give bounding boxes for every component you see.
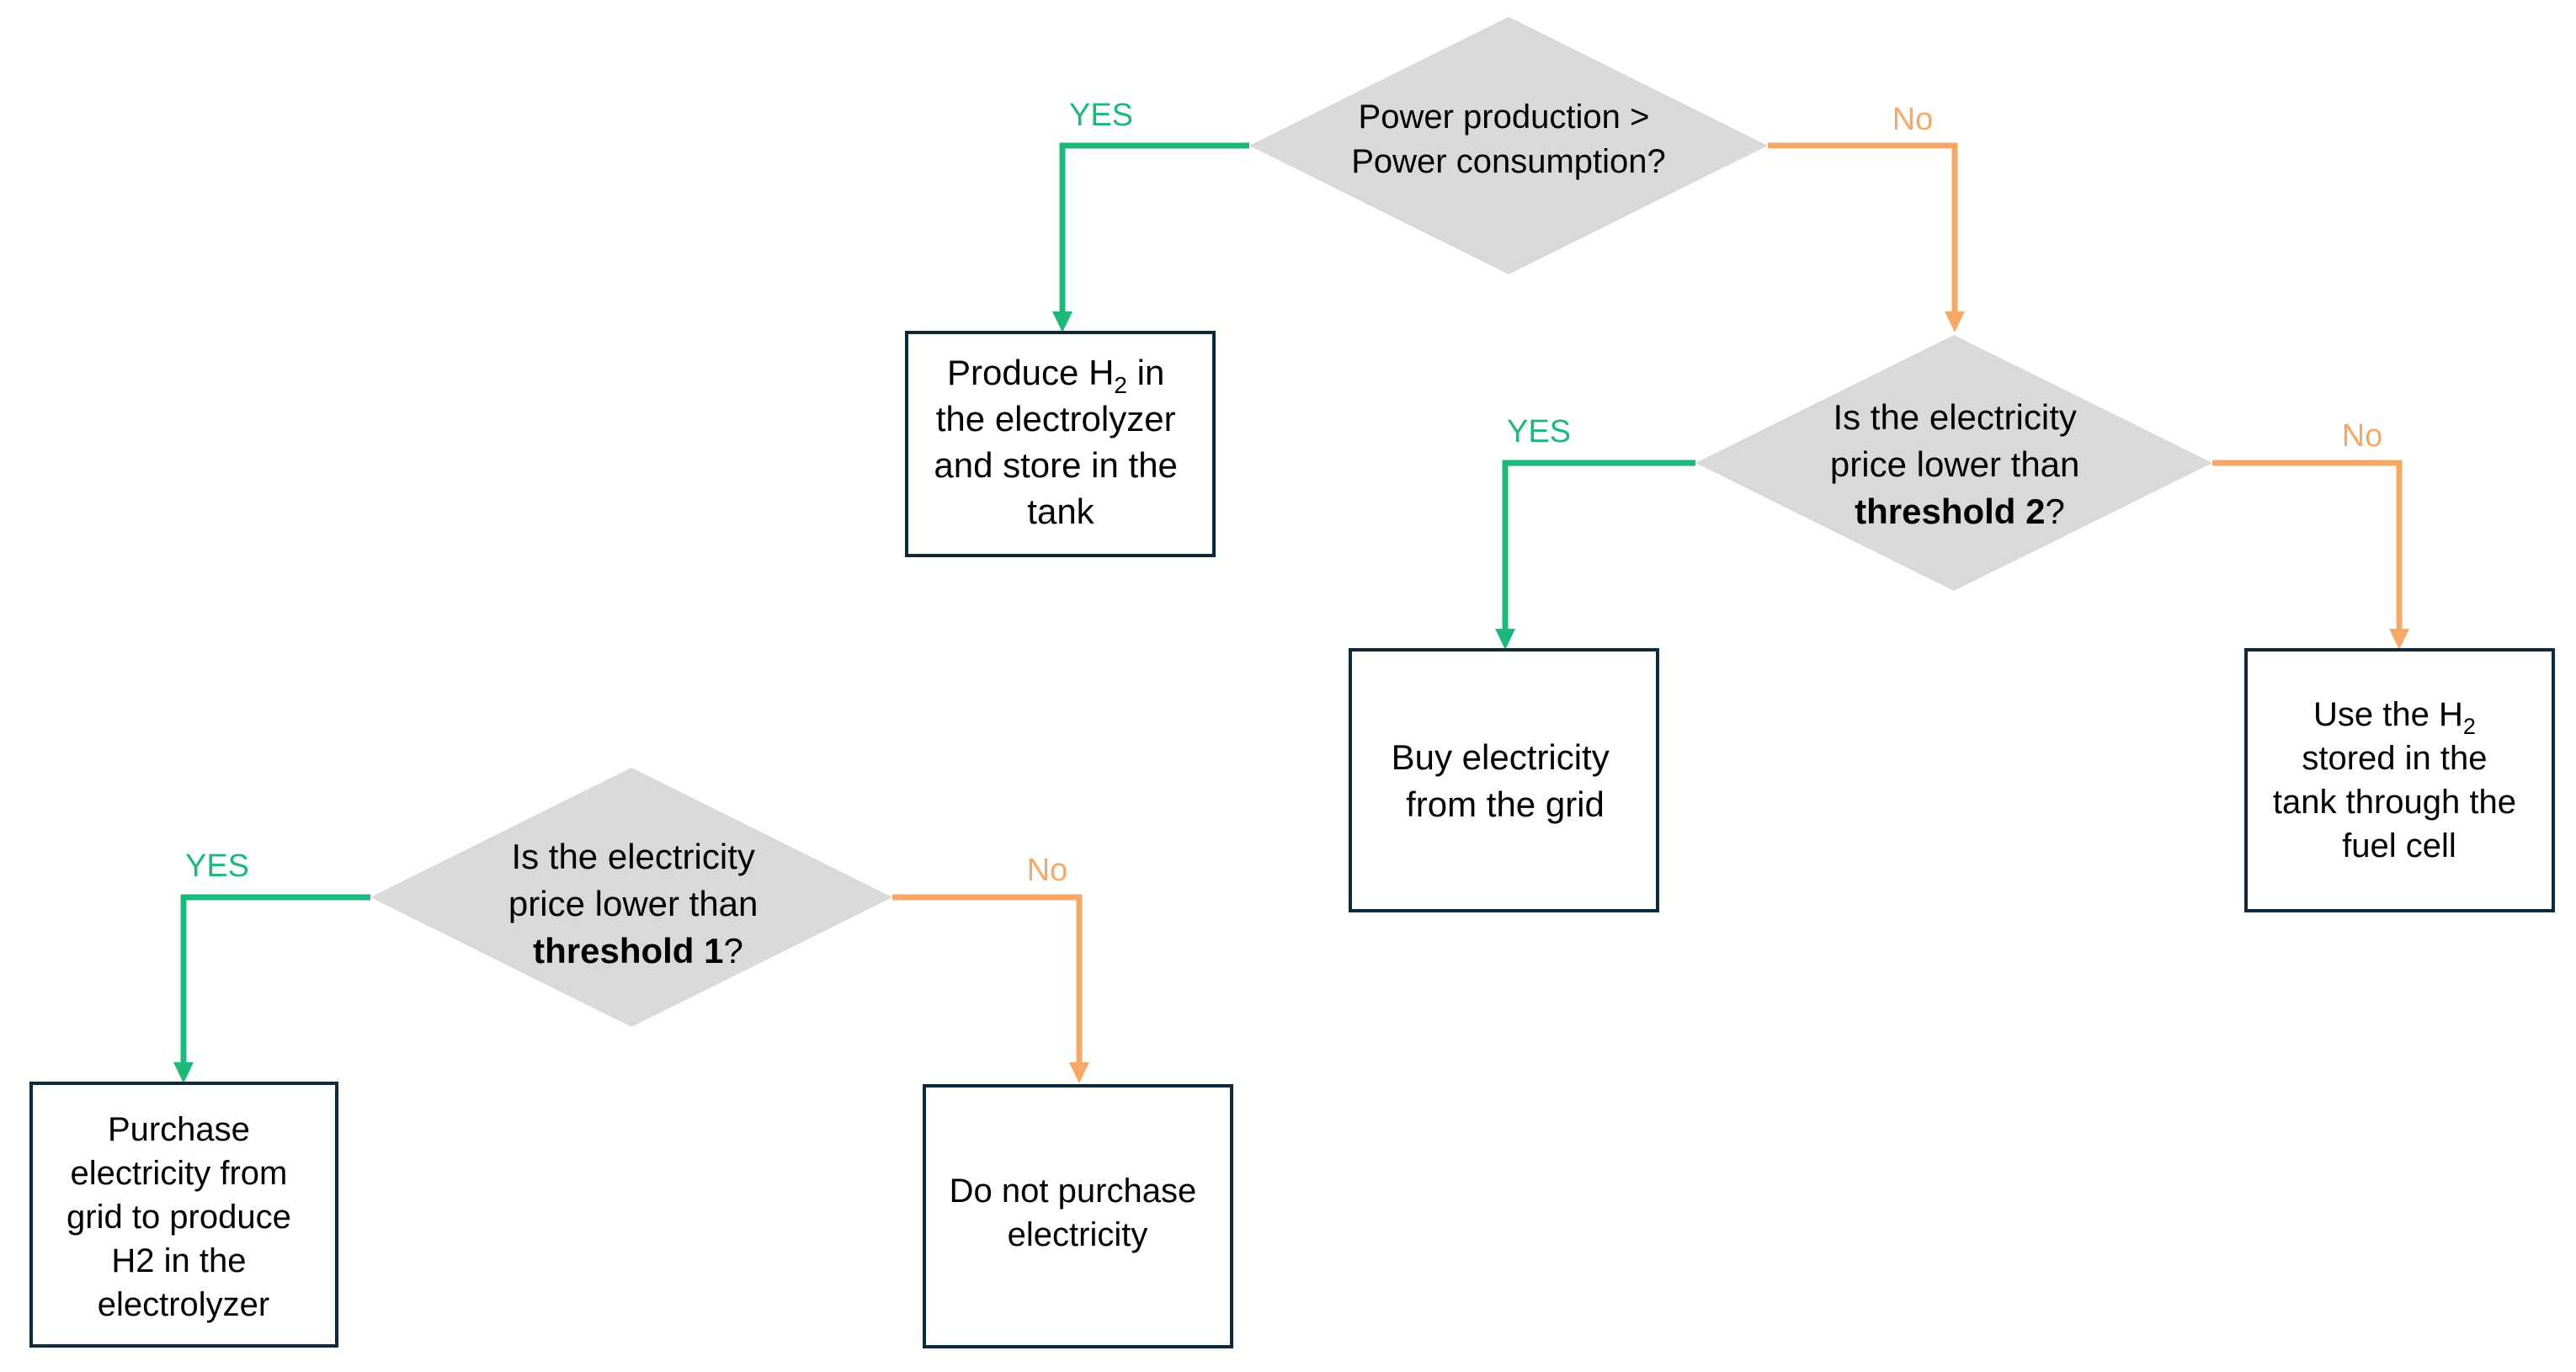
action-line: the electrolyzer <box>936 399 1176 439</box>
action-text: Buy electricity from the grid <box>1392 737 1620 824</box>
decision-line: price lower than <box>1830 444 2079 484</box>
action-box <box>29 1082 338 1348</box>
action-line: from the grid <box>1406 784 1605 824</box>
yes-label-d1: YES <box>1069 98 1133 133</box>
branch-labels: YES No YES No YES No <box>185 98 2382 888</box>
text-part: in <box>1127 353 1164 392</box>
yes-connector-d3 <box>180 894 370 1065</box>
decision-threshold-1: Is the electricity price lower than thre… <box>370 768 892 1027</box>
no-label-d2: No <box>2342 418 2383 454</box>
action-line: electricity from <box>71 1155 288 1192</box>
yes-label-d2: YES <box>1507 414 1571 449</box>
decision-power-balance: Power production > Power consumption? <box>1249 17 1768 274</box>
question-mark: ? <box>724 931 743 971</box>
action-text: Purchase electricity from grid to produc… <box>67 1111 301 1323</box>
decision-line-bold: threshold 2? <box>1855 492 2065 531</box>
subscript: 2 <box>2463 714 2476 739</box>
action-box <box>905 331 1216 557</box>
box-use-h2: Use the H2 stored in the tank through th… <box>2244 648 2555 912</box>
action-line: Produce H2 in <box>947 353 1164 398</box>
action-line: Do not purchase <box>950 1173 1197 1210</box>
no-connector-d3 <box>892 894 1083 1065</box>
decision-threshold-2: Is the electricity price lower than thre… <box>1695 335 2212 591</box>
action-line: stored in the <box>2302 740 2487 777</box>
action-line: H2 in the <box>111 1242 246 1279</box>
yes-arrowhead-d1 <box>1052 311 1072 332</box>
no-connector-d2 <box>2212 460 2403 631</box>
decision-line: Is the electricity <box>1833 397 2076 437</box>
subscript: 2 <box>1114 372 1127 398</box>
action-line: tank through the <box>2273 784 2516 821</box>
yes-arrowhead-d3 <box>173 1062 194 1083</box>
no-label-d1: No <box>1892 102 1934 137</box>
action-line: and store in the <box>934 445 1178 485</box>
no-arrowhead-d2 <box>2389 629 2409 650</box>
box-produce-h2: Produce H2 in the electrolyzer and store… <box>905 331 1216 557</box>
action-line: electrolyzer <box>98 1286 270 1323</box>
question-mark: ? <box>2046 492 2065 531</box>
action-box <box>1349 648 1659 912</box>
no-connector-d1 <box>1768 142 1958 314</box>
threshold-label: threshold 2 <box>1855 492 2045 531</box>
action-line: Use the H2 <box>2313 696 2476 739</box>
no-arrowhead-d3 <box>1069 1062 1089 1083</box>
decision-text: Is the electricity price lower than thre… <box>1830 397 2089 531</box>
box-purchase-grid: Purchase electricity from grid to produc… <box>29 1082 338 1348</box>
decision-line: price lower than <box>508 884 758 923</box>
box-no-purchase: Do not purchase electricity <box>923 1084 1233 1348</box>
box-buy-grid: Buy electricity from the grid <box>1349 648 1659 912</box>
decision-text: Power production > Power consumption? <box>1351 98 1666 180</box>
action-line: Buy electricity <box>1392 737 1610 777</box>
decision-line: Power consumption? <box>1351 143 1666 180</box>
text-part: Use the H <box>2313 696 2463 733</box>
no-label-d3: No <box>1027 853 1068 888</box>
action-text: Do not purchase electricity <box>950 1173 1206 1253</box>
action-line: electricity <box>1008 1216 1148 1253</box>
action-box <box>923 1084 1233 1348</box>
decision-line-bold: threshold 1? <box>533 931 743 971</box>
action-line: grid to produce <box>67 1199 291 1236</box>
decision-diamond <box>370 768 892 1027</box>
action-text: Produce H2 in the electrolyzer and store… <box>934 353 1187 531</box>
yes-connector-d2 <box>1502 460 1695 631</box>
decision-line: Is the electricity <box>511 837 754 876</box>
yes-arrowhead-d2 <box>1495 629 1515 650</box>
action-line: fuel cell <box>2342 827 2456 864</box>
threshold-label: threshold 1 <box>533 931 723 971</box>
no-arrowhead-d1 <box>1945 311 1965 332</box>
action-text: Use the H2 stored in the tank through th… <box>2273 696 2525 864</box>
connectors <box>173 142 2409 1083</box>
decision-diamond <box>1249 17 1768 274</box>
text-part: Produce H <box>947 353 1114 392</box>
action-box <box>2244 648 2555 912</box>
yes-connector-d1 <box>1059 142 1249 314</box>
decision-diamond <box>1695 335 2212 591</box>
action-line: tank <box>1027 492 1094 531</box>
yes-label-d3: YES <box>185 848 249 884</box>
decision-line: Power production > <box>1359 98 1650 136</box>
decision-text: Is the electricity price lower than thre… <box>508 837 768 971</box>
action-line: Purchase <box>108 1111 250 1148</box>
